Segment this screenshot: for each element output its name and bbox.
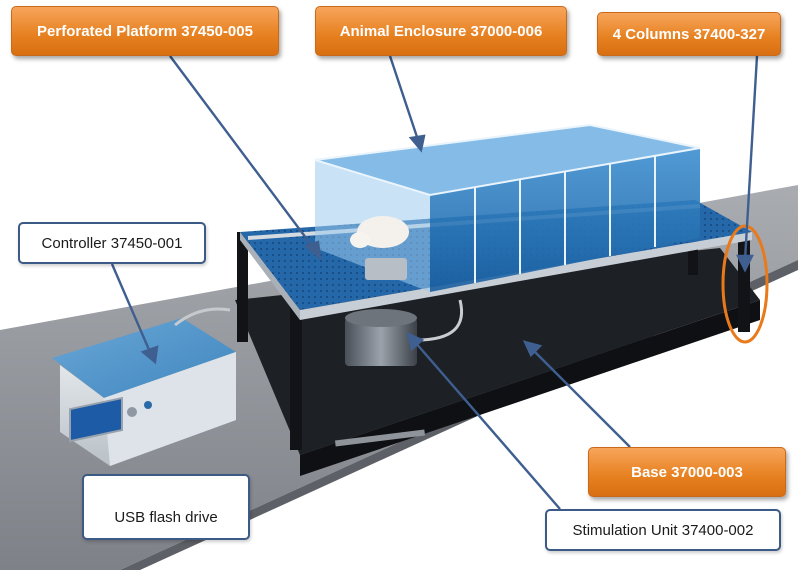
stimulation-cable — [416, 299, 463, 342]
controller-front-face — [104, 352, 236, 466]
pointer-enclosure — [388, 55, 420, 141]
usb-flash-drive-label: USB flash drive — [82, 474, 250, 540]
columns-label: 4 Columns 37400-327 — [597, 12, 781, 56]
stimulation-cylinder — [345, 318, 417, 366]
pointer-stimulation-head — [406, 331, 425, 352]
pointer-controller-head — [140, 345, 159, 365]
controller-top — [52, 318, 236, 398]
rat-head — [350, 232, 370, 248]
pointer-platform — [169, 55, 316, 251]
pointer-base — [532, 349, 631, 448]
controller-knob — [127, 407, 137, 417]
controller-logo — [144, 401, 152, 409]
pointer-columns — [743, 55, 759, 261]
controller-label: Controller 37450-001 — [18, 222, 206, 264]
pointer-controller — [110, 263, 152, 353]
controller-screen — [69, 396, 123, 443]
perforated-platform-label: Perforated Platform 37450-005 — [11, 6, 279, 56]
stimulation-cylinder-top — [345, 309, 417, 327]
pointer-base-head — [522, 340, 543, 358]
pointer-columns-head — [736, 254, 754, 273]
pointer-lines — [110, 55, 759, 510]
platform-frame-front — [300, 232, 752, 320]
controller-cable — [174, 307, 231, 327]
column-front-left — [290, 300, 302, 450]
pointer-stimulation — [414, 341, 561, 510]
platform-frame-left — [240, 232, 300, 320]
column-back-left — [237, 232, 248, 342]
stimulation-unit-label: Stimulation Unit 37400-002 — [545, 509, 781, 551]
pointer-enclosure-head — [408, 134, 426, 153]
base-label: Base 37000-003 — [588, 447, 786, 497]
holder-mesh — [365, 258, 407, 280]
pointer-platform-head — [303, 240, 322, 261]
base-handle — [334, 429, 426, 447]
columns-highlight-ellipse — [721, 224, 769, 344]
animal-enclosure-label: Animal Enclosure 37000-006 — [315, 6, 567, 56]
column-front-right — [738, 232, 750, 332]
